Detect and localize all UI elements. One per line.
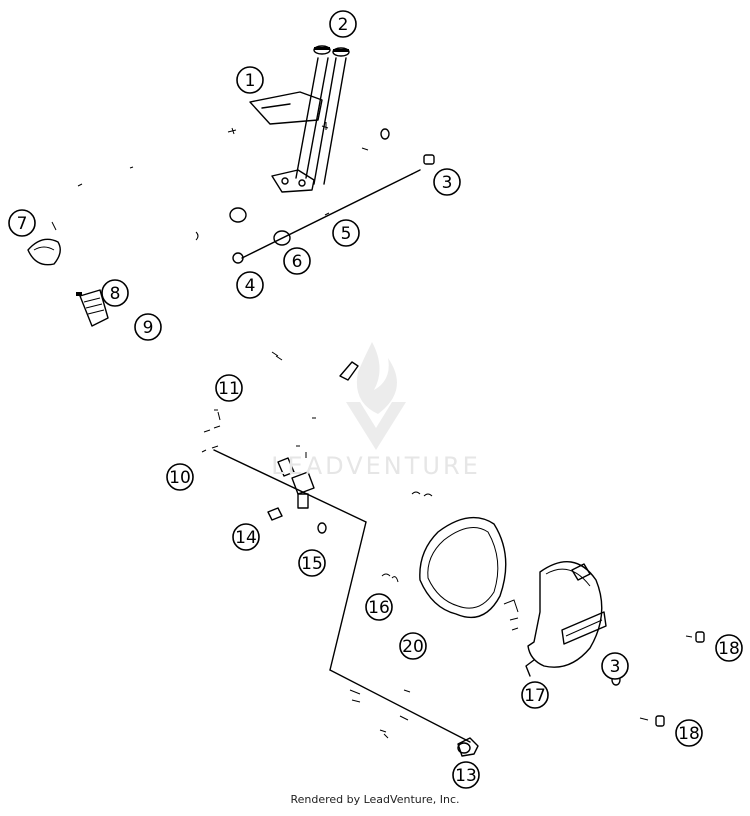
callout-17: 17 <box>521 681 549 709</box>
callout-label: 14 <box>235 528 257 548</box>
callout-label: 20 <box>402 637 424 657</box>
cover-gasket <box>381 491 507 619</box>
callout-label: 6 <box>292 252 303 272</box>
callout-label: 18 <box>718 639 740 659</box>
callout-18: 18 <box>715 634 743 662</box>
callout-circle <box>601 652 629 680</box>
ignition-cover <box>503 561 607 677</box>
callout-circle <box>715 634 743 662</box>
callout-13: 13 <box>452 761 480 789</box>
callout-7: 7 <box>8 209 36 237</box>
callout-circle <box>215 374 243 402</box>
right-bolts <box>611 631 705 727</box>
callout-label: 10 <box>169 468 191 488</box>
callout-15: 15 <box>298 549 326 577</box>
callouts: 1 2 3 4 5 6 7 8 9 11 10 14 15 16 20 17 3 18 18 13 <box>8 10 743 789</box>
callout-label: 7 <box>17 214 28 234</box>
callout-label: 1 <box>245 71 256 91</box>
callout-circle <box>329 10 357 38</box>
callout-circle <box>134 313 162 341</box>
upper-assembly <box>27 45 435 327</box>
callout-circle <box>332 219 360 247</box>
callout-3: 3 <box>433 168 461 196</box>
callout-label: 16 <box>368 598 390 618</box>
callout-circle <box>298 549 326 577</box>
callout-label: 4 <box>245 276 256 296</box>
callout-2: 2 <box>329 10 357 38</box>
callout-label: 3 <box>442 173 453 193</box>
callout-6: 6 <box>283 247 311 275</box>
footer-credit: Rendered by LeadVenture, Inc. <box>290 793 460 806</box>
callout-label: 18 <box>678 724 700 744</box>
callout-label: 5 <box>341 224 352 244</box>
callout-circle <box>452 761 480 789</box>
callout-label: 2 <box>338 15 349 35</box>
callout-label: 3 <box>610 657 621 677</box>
callout-4: 4 <box>236 271 264 299</box>
callout-circle <box>283 247 311 275</box>
callout-3: 3 <box>601 652 629 680</box>
callout-circle <box>232 523 260 551</box>
callout-label: 8 <box>110 284 121 304</box>
callout-circle <box>675 719 703 747</box>
callout-circle <box>399 632 427 660</box>
callout-5: 5 <box>332 219 360 247</box>
callout-20: 20 <box>399 632 427 660</box>
callout-circle <box>166 463 194 491</box>
callout-circle <box>365 593 393 621</box>
callout-11: 11 <box>215 374 243 402</box>
callout-16: 16 <box>365 593 393 621</box>
callout-circle <box>433 168 461 196</box>
callout-label: 9 <box>143 318 154 338</box>
callout-circle <box>101 279 129 307</box>
callout-10: 10 <box>166 463 194 491</box>
callout-14: 14 <box>232 523 260 551</box>
callout-circle <box>236 66 264 94</box>
callout-9: 9 <box>134 313 162 341</box>
lower-left-assembly <box>201 351 479 757</box>
callout-8: 8 <box>101 279 129 307</box>
callout-1: 1 <box>236 66 264 94</box>
callout-18: 18 <box>675 719 703 747</box>
watermark-text: LEADVENTURE <box>271 452 481 480</box>
callout-label: 17 <box>524 686 546 706</box>
callout-circle <box>521 681 549 709</box>
callout-circle <box>236 271 264 299</box>
callout-label: 15 <box>301 554 323 574</box>
callout-label: 13 <box>455 766 477 786</box>
callout-label: 11 <box>218 379 240 399</box>
callout-circle <box>8 209 36 237</box>
